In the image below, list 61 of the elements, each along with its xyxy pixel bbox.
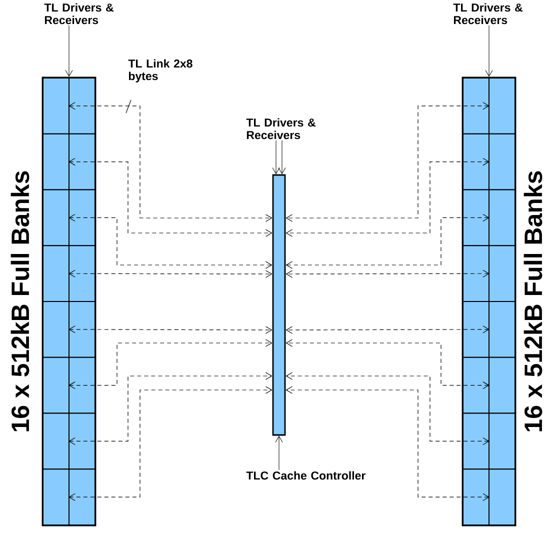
cache-controller-bar — [272, 174, 286, 436]
bank-cell — [488, 412, 516, 470]
bank-cell — [42, 468, 70, 526]
dashed-link-arrow — [68, 339, 272, 390]
bank-cell — [68, 245, 96, 302]
dashed-link-arrow — [286, 270, 490, 278]
leader-arrow — [272, 140, 280, 174]
bank-cell — [68, 133, 96, 190]
annotation-text: TL Drivers & Receivers — [453, 3, 522, 24]
leader-arrow — [485, 25, 493, 77]
dashed-link-arrow — [286, 326, 490, 334]
dashed-link-arrow — [68, 214, 272, 269]
link-label: TL Link 2x8 bytes — [128, 59, 192, 82]
bank-cell — [462, 356, 490, 414]
bank-cell — [42, 133, 70, 190]
bank-cell — [462, 300, 490, 358]
dashed-link-arrow — [286, 339, 490, 390]
dashed-link-arrow — [286, 158, 490, 237]
bank-label: 16 x 512kB Full Banks — [524, 171, 542, 432]
leader-arrow — [278, 140, 286, 174]
bank-cell — [488, 356, 516, 414]
bank-cell — [462, 412, 490, 470]
annotation-text: TLC Cache Controller — [246, 471, 366, 480]
leader-arrow — [275, 436, 283, 470]
bank-cell — [68, 356, 96, 414]
dashed-link-arrow — [68, 158, 272, 237]
bank-cell — [488, 468, 516, 526]
bank-cell — [462, 468, 490, 526]
bank-cell — [42, 189, 70, 246]
dashed-link-arrow — [286, 102, 490, 222]
dashed-link-arrow — [68, 270, 272, 278]
bank-cell — [42, 356, 70, 414]
bank-cell — [462, 133, 490, 190]
dashed-link-arrow — [68, 372, 272, 445]
bank-cell — [488, 245, 516, 302]
bank-cell — [42, 245, 70, 302]
bank-cell — [462, 245, 490, 302]
bank-cell — [68, 412, 96, 470]
bank-cell — [488, 189, 516, 246]
annotation-text: TL Drivers & Receivers — [246, 118, 316, 140]
bank-cell — [462, 77, 490, 134]
dashed-link-arrow — [286, 386, 490, 501]
dashed-link-arrow — [68, 326, 272, 334]
bank-cell — [488, 300, 516, 358]
dashed-link-arrow — [68, 102, 272, 222]
dashed-link-arrow — [68, 386, 272, 501]
bank-cell — [68, 189, 96, 246]
bank-cell — [462, 189, 490, 246]
bank-cell — [488, 133, 516, 190]
leader-arrow — [65, 25, 73, 77]
bank-cell — [42, 412, 70, 470]
annotation-text: TL Drivers & Receivers — [44, 3, 114, 24]
dashed-link-arrow — [286, 214, 490, 269]
bank-cell — [68, 468, 96, 526]
dashed-link-arrow — [286, 372, 490, 445]
bank-cell — [42, 300, 70, 358]
bank-cell — [68, 77, 96, 134]
bank-cell — [488, 77, 516, 134]
bank-label: 16 x 512kB Full Banks — [10, 171, 30, 432]
bank-cell — [68, 300, 96, 358]
bank-cell — [42, 77, 70, 134]
